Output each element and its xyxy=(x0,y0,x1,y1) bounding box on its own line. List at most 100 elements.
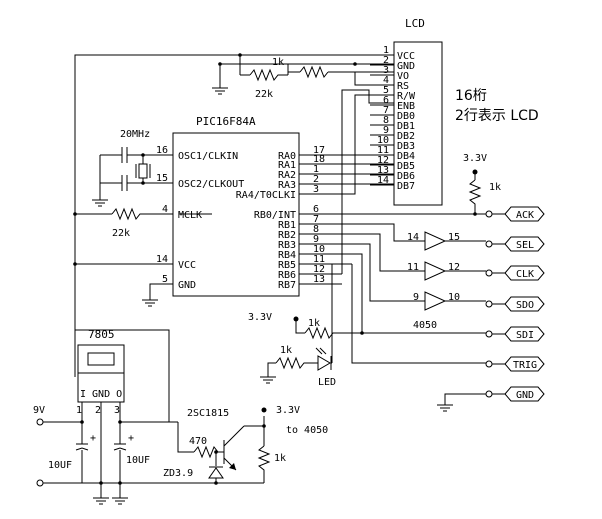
connector-terminal xyxy=(485,240,493,248)
to-4050-label: to 4050 xyxy=(286,425,328,436)
mcu-right-pin-number: 11 xyxy=(313,254,325,265)
out-rail-label: 3.3V xyxy=(276,405,300,416)
cap2-plus: + xyxy=(128,433,134,444)
mcu-right-pin-number: 13 xyxy=(313,274,325,285)
ack-rail-label: 3.3V xyxy=(463,153,487,164)
mcu-right-pin-number: 2 xyxy=(313,174,319,185)
mcu-right-pin-number: 9 xyxy=(313,234,319,245)
lcd-pin-name: DB2 xyxy=(397,131,415,142)
lcd-note-line1: 16桁 xyxy=(455,88,487,104)
lcd-pin-number: 4 xyxy=(383,75,389,86)
mcu-left-pin-number: 4 xyxy=(162,204,168,215)
lcd-pin-name: VCC xyxy=(397,51,415,62)
buf3-in-pin: 9 xyxy=(413,292,419,303)
buf2-out-pin: 12 xyxy=(448,262,460,273)
transistor-stage xyxy=(177,407,271,485)
buffer-chip-label: 4050 xyxy=(413,320,437,331)
transistor-label: 2SC1815 xyxy=(187,408,229,419)
mcu-right-pin-number: 7 xyxy=(313,214,319,225)
cap1-label: 10UF xyxy=(48,460,72,471)
mcu-right-pin-name: RA2 xyxy=(278,170,296,181)
power-wiring xyxy=(36,329,264,505)
connector-tag xyxy=(504,296,545,312)
mcu-left-pin-name: GND xyxy=(178,280,196,291)
base-resistor-label: 470 xyxy=(189,436,207,447)
connector-label-sel: SEL xyxy=(516,240,534,251)
buf3-out-pin: 10 xyxy=(448,292,460,303)
buffer-wiring xyxy=(299,223,486,311)
sdi-rail-label: 3.3V xyxy=(248,312,272,323)
connector-tag xyxy=(504,326,545,342)
mcu-left-pin-number: 15 xyxy=(156,173,168,184)
regulator-label: 7805 xyxy=(88,328,115,341)
mclr-resistor xyxy=(73,207,173,266)
connector-tag xyxy=(504,386,545,402)
mcu-left-pin-name: OSC2/CLKOUT xyxy=(178,179,244,190)
mcu-right-pin-name: RA1 xyxy=(278,160,296,171)
mcu-right-pin-name: RA3 xyxy=(278,180,296,191)
reg-pin-2: 2 xyxy=(95,405,101,416)
connector-terminal xyxy=(485,330,493,338)
connector-terminal xyxy=(485,269,493,277)
contrast-1k-label: 1k xyxy=(272,57,284,68)
connector-terminal xyxy=(485,300,493,308)
lcd-pin-number: 5 xyxy=(383,85,389,96)
mcu-chip: PIC16F84A 16OSC1/CLKIN15OSC2/CLKOUT4MCLK… xyxy=(156,115,342,297)
lcd-pin-name: RS xyxy=(397,81,409,92)
lcd-note-line2: 2行表示 LCD xyxy=(455,108,539,124)
mcu-right-pin-number: 3 xyxy=(313,184,319,195)
mcu-right-pin-number: 17 xyxy=(313,145,325,156)
connector-terminal xyxy=(485,390,493,398)
led-resistor-label: 1k xyxy=(280,345,292,356)
mcu-right-pin-name: RA4/T0CLKI xyxy=(236,190,296,201)
mcu-right-pin-number: 8 xyxy=(313,224,319,235)
gnd-connector-wiring xyxy=(437,393,486,412)
lcd-pin-number: 2 xyxy=(383,55,389,66)
mcu-left-pin-name: VCC xyxy=(178,260,196,271)
mcu-right-pin-name: RB6 xyxy=(278,270,296,281)
mcu-right-pin-name: RB7 xyxy=(278,280,296,291)
regulator-7805 xyxy=(77,344,125,410)
lcd-pin-name: DB5 xyxy=(397,161,415,172)
lcd-pin-number: 8 xyxy=(383,115,389,126)
mcu-right-pin-name: RB4 xyxy=(278,250,296,261)
mcu-left-pin-number: 14 xyxy=(156,254,168,265)
trig-wiring xyxy=(260,263,486,384)
crystal-label: 20MHz xyxy=(120,129,150,140)
connector-label-gnd: GND xyxy=(516,390,534,401)
lcd-pin-number: 13 xyxy=(377,165,389,176)
connector-tag xyxy=(504,206,545,222)
connector-label-clk: CLK xyxy=(516,269,534,280)
cap2-label: 10UF xyxy=(126,455,150,466)
buf1-in-pin: 14 xyxy=(407,232,419,243)
led-label: LED xyxy=(318,377,336,388)
mcu-right-pin-name: RB5 xyxy=(278,260,296,271)
mcu-gnd xyxy=(142,283,173,307)
mcu-right-pin-number: 10 xyxy=(313,244,325,255)
mcu-right-pin-name: RB1 xyxy=(278,220,296,231)
lcd-pin-name: VO xyxy=(397,71,409,82)
lcd-pin-number: 1 xyxy=(383,45,389,56)
lcd-pin-number: 12 xyxy=(377,155,389,166)
mcu-right-pin-number: 6 xyxy=(313,204,319,215)
lcd-pin-name: DB3 xyxy=(397,141,415,152)
lcd-pin-name: DB1 xyxy=(397,121,415,132)
load-resistor-label: 1k xyxy=(274,453,286,464)
lcd-pin-number: 3 xyxy=(383,65,389,76)
lcd-pin-name: GND xyxy=(397,61,415,72)
mcu-left-pin-number: 16 xyxy=(156,145,168,156)
connector-tag xyxy=(504,236,545,252)
lcd-module: LCD 1VCC2GND3VO4RS5R/W6ENB7DB08DB19DB210… xyxy=(370,17,443,206)
cap1-plus: + xyxy=(90,433,96,444)
buf2-in-pin: 11 xyxy=(407,262,419,273)
regulator-pin-names: I GND O xyxy=(80,389,122,400)
connector-label-trig: TRIG xyxy=(513,360,537,371)
vin-label: 9V xyxy=(33,405,45,416)
connector-label-ack: ACK xyxy=(516,210,534,221)
reg-pin-3: 3 xyxy=(114,405,120,416)
lcd-pin-number: 14 xyxy=(377,175,389,186)
mcu-left-pin-name: MCLK xyxy=(178,210,202,221)
lcd-pin-name: DB4 xyxy=(397,151,415,162)
